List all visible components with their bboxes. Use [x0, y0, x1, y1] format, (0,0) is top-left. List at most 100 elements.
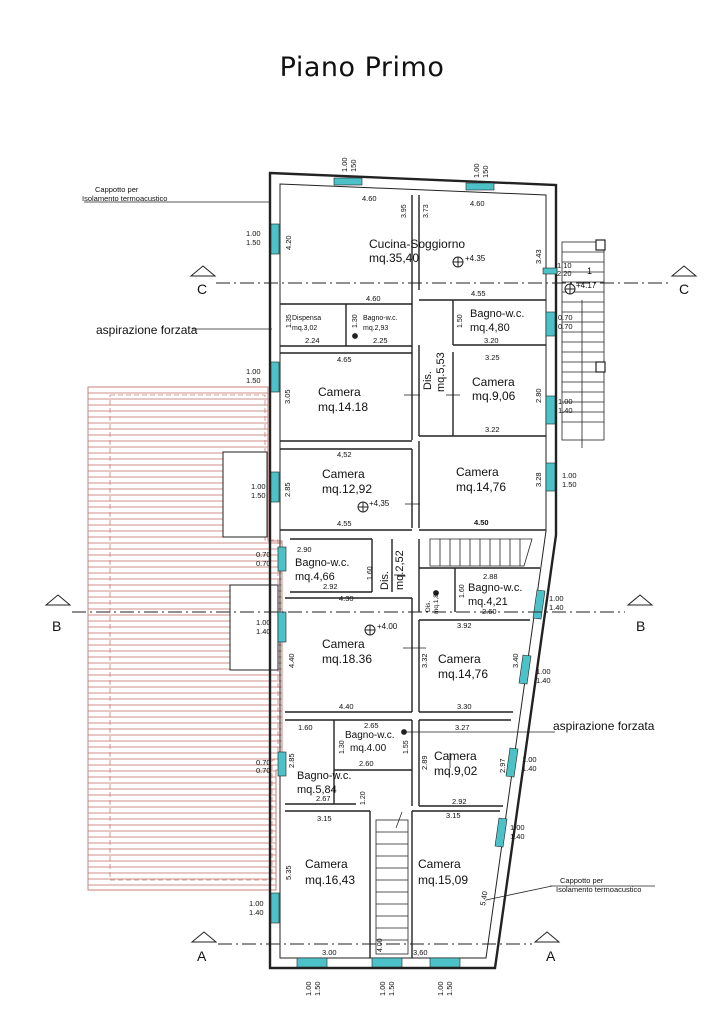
room-area: mq.3,02 — [292, 325, 317, 332]
window-size: 1.50 — [445, 981, 454, 996]
window-size: 1.00 — [304, 981, 313, 996]
window-size: 1.00 — [256, 618, 271, 627]
room-area: mq.35,40 — [369, 251, 419, 265]
dimension: 2.25 — [373, 336, 388, 345]
stair-step-mark: 1 — [587, 266, 592, 276]
room-name: Camera — [322, 467, 365, 481]
room-area: mq.18.36 — [322, 652, 372, 666]
window-size: 1.50 — [251, 491, 266, 500]
dimension: 2.85 — [283, 482, 292, 497]
dimension: 4.55 — [337, 519, 352, 528]
room-area: mq.4,21 — [468, 596, 508, 608]
window-size: 150 — [481, 165, 490, 178]
dimension: 2.67 — [316, 794, 331, 803]
room-area: mq.14,76 — [456, 480, 506, 494]
window-size: 1.00 — [251, 482, 266, 491]
window-size: 0.70 — [256, 550, 271, 559]
window-size: 150 — [349, 159, 358, 172]
dimension: 2.80 — [534, 388, 543, 403]
section-label-c: C — [197, 281, 207, 297]
window-size: 1.00 — [246, 367, 261, 376]
window-size: 1.00 — [249, 899, 264, 908]
dimension: 1.55 — [403, 740, 410, 754]
dimension: 4.60 — [366, 294, 381, 303]
dimension: 2.90 — [297, 545, 312, 554]
cappotto-note-line: Isolamento termoacustico — [556, 885, 641, 894]
room-name: Dispensa — [292, 315, 321, 322]
room-area: mq.15,09 — [418, 873, 468, 887]
dimension: 3.40 — [511, 653, 520, 668]
aspirazione-note: aspirazione forzata — [553, 719, 655, 733]
window-size: 1.00 — [436, 981, 445, 996]
window-size: 1.40 — [536, 676, 551, 685]
window-size: 1.00 — [549, 594, 564, 603]
dimension-labels: 4.60 3.95 3.73 4.60 4.20 3.43 4.60 4.55 … — [283, 194, 543, 957]
room-name: Camera — [438, 652, 481, 666]
annotation-leaders — [84, 201, 655, 901]
dimension: 3.00 — [322, 948, 337, 957]
room-name: Camera — [318, 385, 361, 399]
window-size: 1.50 — [246, 238, 261, 247]
room-name: Camera — [434, 749, 477, 763]
room-name: Camera — [418, 857, 461, 871]
window-size: 1.00 — [522, 755, 537, 764]
window-size: 0.70 — [256, 758, 271, 767]
dimension: 4.30 — [339, 594, 354, 603]
section-label-a: A — [197, 948, 207, 964]
dimension: 3.73 — [423, 204, 430, 218]
dimension: 3.15 — [446, 811, 461, 820]
dimension: 3,60 — [413, 948, 428, 957]
section-labels: C C B B A A — [52, 281, 689, 964]
dimension: 4,52 — [337, 450, 352, 459]
dimension: 4.40 — [339, 702, 354, 711]
section-lines — [72, 282, 668, 945]
room-name: Bagno-w.c. — [345, 730, 394, 741]
room-name: Bagno-w.c. — [363, 315, 398, 322]
room-name: Camera — [456, 465, 499, 479]
window-size: 1.40 — [256, 627, 271, 636]
page-title: Piano Primo — [279, 52, 445, 83]
dimension: 4.60 — [470, 199, 485, 208]
dimension: 3.25 — [485, 353, 500, 362]
room-area: mq.16,43 — [305, 873, 355, 887]
dimension: 4.20 — [284, 235, 293, 250]
room-labels: Cucina-Soggiorno mq.35,40 Dispensa mq.3,… — [292, 237, 524, 887]
dimension: 1.50 — [457, 314, 464, 328]
window-size: 1.50 — [313, 981, 322, 996]
window-size: 0.70 — [558, 313, 573, 322]
windows — [270, 177, 558, 968]
cappotto-note-line: Isolamento termoacustico — [82, 194, 167, 203]
room-name: Camera — [322, 637, 365, 651]
window-size: 1.40 — [558, 406, 573, 415]
section-label-a: A — [546, 948, 556, 964]
dimension: 2.97 — [498, 758, 507, 773]
room-area: mq.14.18 — [318, 400, 368, 414]
window-size: 1.00 — [536, 667, 551, 676]
window-size: 0.70 — [558, 322, 573, 331]
window-size: 1.40 — [249, 908, 264, 917]
dimension: 1.20 — [360, 791, 367, 805]
dimension: 3.32 — [420, 653, 429, 668]
room-area: mq.5,84 — [297, 784, 337, 796]
dimension: 1.30 — [339, 740, 346, 754]
cappotto-note-line: Cappotto per — [95, 185, 139, 194]
window-size: 1.40 — [522, 764, 537, 773]
level-marks — [357, 256, 576, 636]
window-size: 1.00 — [510, 823, 525, 832]
dimension: 3.92 — [457, 621, 472, 630]
dimension: 3.15 — [317, 814, 332, 823]
door-marks — [394, 394, 460, 829]
dimension: 2.65 — [364, 721, 379, 730]
room-name: Dis. — [422, 371, 434, 390]
dimension: 3.22 — [485, 425, 500, 434]
level-label: +4.17 — [576, 281, 597, 290]
dimension: 2.92 — [323, 582, 338, 591]
dimension: 2.60 — [359, 759, 374, 768]
dimension: 3.27 — [455, 723, 470, 732]
dimension: 4.60 — [362, 194, 377, 203]
dimension: 2.60 — [482, 607, 497, 616]
window-size: 1.50 — [562, 480, 577, 489]
dimension: 5.40 — [478, 890, 489, 906]
room-name: Bagno-w.c. — [295, 557, 349, 569]
